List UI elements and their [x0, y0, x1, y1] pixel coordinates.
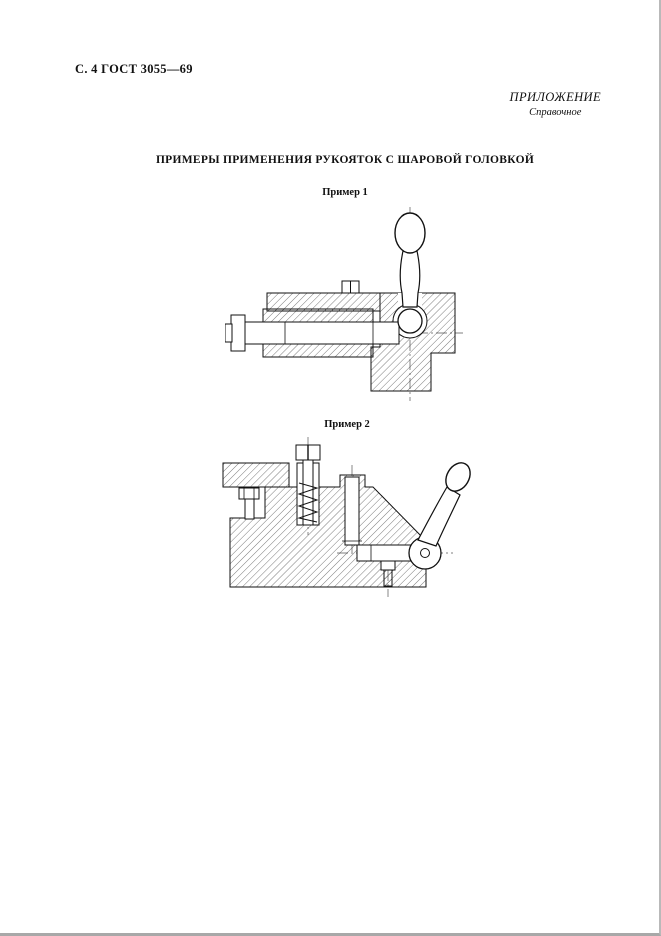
fig1-left-stub: [225, 323, 233, 343]
fig1-top-plate: [266, 292, 381, 312]
example-1-label: Пример 1: [322, 187, 368, 198]
fig2-horizontal-shaft: [356, 544, 418, 562]
fig2-lock-screw-head: [380, 560, 396, 571]
fig2-bolt-shaft: [244, 498, 255, 520]
fig1-shaft: [238, 321, 400, 345]
fig2-boss-hub: [420, 548, 430, 558]
fig2-pin: [344, 476, 360, 546]
fig1-handle-stem: [399, 250, 421, 308]
fig2-ball-head: [445, 462, 471, 492]
annex-block: ПРИЛОЖЕНИЕ Справочное: [510, 90, 601, 118]
fig1-tube-lower-wall: [262, 343, 374, 358]
fig1-left-cap: [230, 314, 246, 352]
fig1-housing: [370, 292, 456, 392]
fig1-ball-joint: [397, 308, 423, 334]
example-1-drawing: [225, 207, 463, 401]
fig1-ball-head: [394, 212, 426, 254]
page-header: С. 4 ГОСТ 3055—69: [75, 62, 193, 76]
annex-sublabel: Справочное: [529, 107, 582, 118]
fig1-tube-upper-wall: [262, 308, 374, 323]
annex-label: ПРИЛОЖЕНИЕ: [509, 90, 601, 104]
fig2-bolt-head: [238, 487, 260, 500]
fig2-clamp-plate: [222, 462, 290, 488]
fig2-lock-screw-shaft: [383, 569, 393, 587]
example-2-label: Пример 2: [324, 419, 370, 430]
example-2-drawing: [222, 437, 471, 597]
fig2-handle-stem: [417, 486, 461, 547]
fig2-spring: [297, 482, 319, 523]
page-title: ПРИМЕРЫ ПРИМЕНЕНИЯ РУКОЯТОК С ШАРОВОЙ ГО…: [155, 154, 535, 166]
